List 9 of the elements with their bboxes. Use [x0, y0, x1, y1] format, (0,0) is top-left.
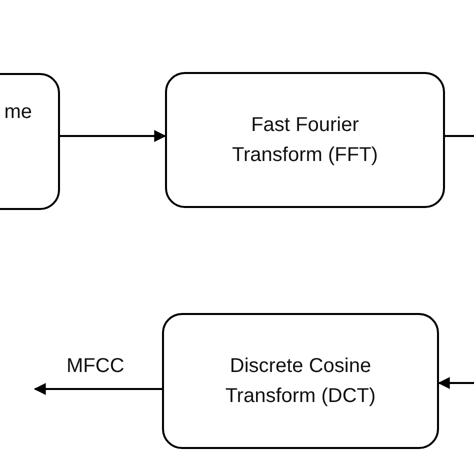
arrow — [34, 383, 162, 395]
process-box — [162, 313, 439, 449]
arrow — [60, 130, 166, 142]
connector-line — [445, 135, 474, 137]
process-box — [165, 72, 445, 208]
box-label: Discrete Cosine Transform (DCT) — [224, 354, 377, 409]
arrow — [438, 377, 474, 389]
box-label: me — [4, 100, 32, 125]
box-label: Fast Fourier Transform (FFT) — [231, 113, 379, 168]
